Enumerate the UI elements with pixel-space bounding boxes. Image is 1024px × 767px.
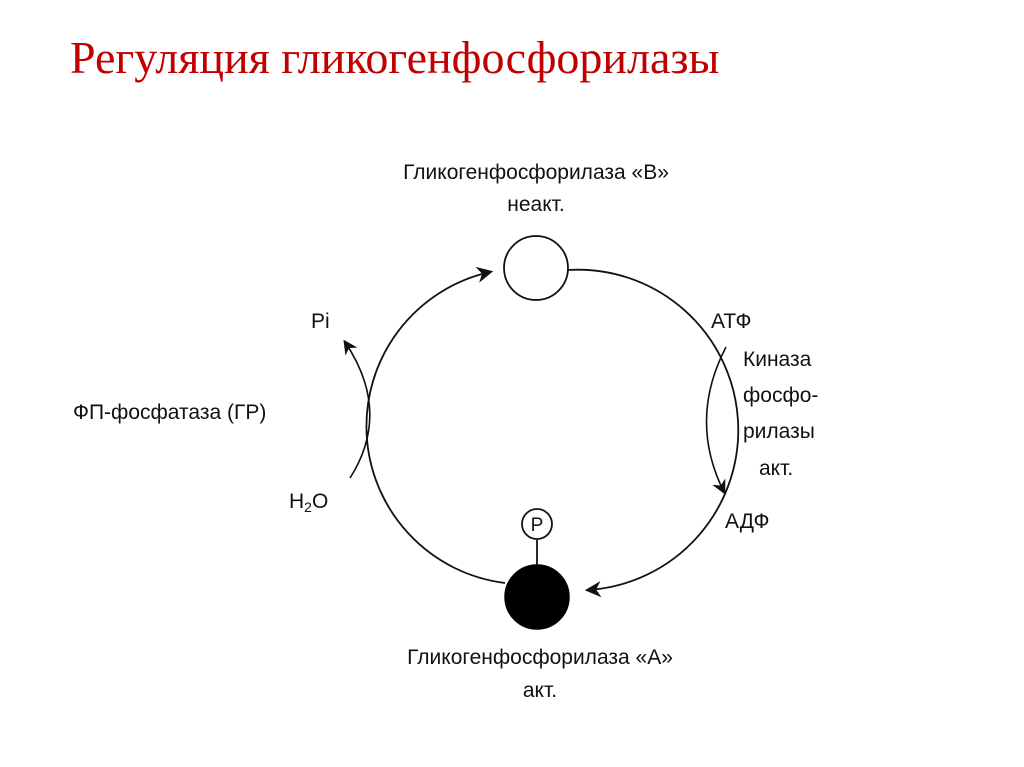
water-pi-arrow (343, 339, 371, 479)
pi-label: Pi (311, 310, 330, 333)
bottom-enzyme-name: Гликогенфосфорилаза «А» (407, 646, 673, 669)
kinase-label-line-4: акт. (759, 457, 793, 480)
inactive-enzyme-circle (503, 235, 569, 301)
kinase-label-line-2: фосфо- (743, 384, 818, 407)
phosphorylation-arc (567, 268, 740, 598)
slide-title: Регуляция гликогенфосфорилазы (70, 32, 720, 83)
kinase-label-line-1: Киназа (743, 348, 812, 371)
atp-label: АТФ (711, 310, 751, 333)
active-enzyme-circle (504, 564, 570, 630)
bottom-enzyme-state: акт. (523, 679, 557, 702)
phosphate-marker-label: P (531, 515, 544, 536)
top-enzyme-state: неакт. (507, 193, 565, 216)
water-label-h: H (289, 490, 304, 513)
kinase-label-line-3: рилазы (743, 420, 815, 443)
phosphatase-label: ФП-фосфатаза (ГР) (73, 401, 266, 424)
water-label-subscript: 2 (304, 499, 312, 515)
dephosphorylation-arc (365, 266, 506, 584)
phosphate-marker-circle (521, 508, 553, 540)
atp-adp-arrow (705, 346, 727, 495)
top-enzyme-name: Гликогенфосфорилаза «В» (403, 161, 669, 184)
water-label: H2O (289, 490, 328, 515)
adp-label: АДФ (725, 510, 769, 533)
water-label-o: O (312, 490, 328, 513)
